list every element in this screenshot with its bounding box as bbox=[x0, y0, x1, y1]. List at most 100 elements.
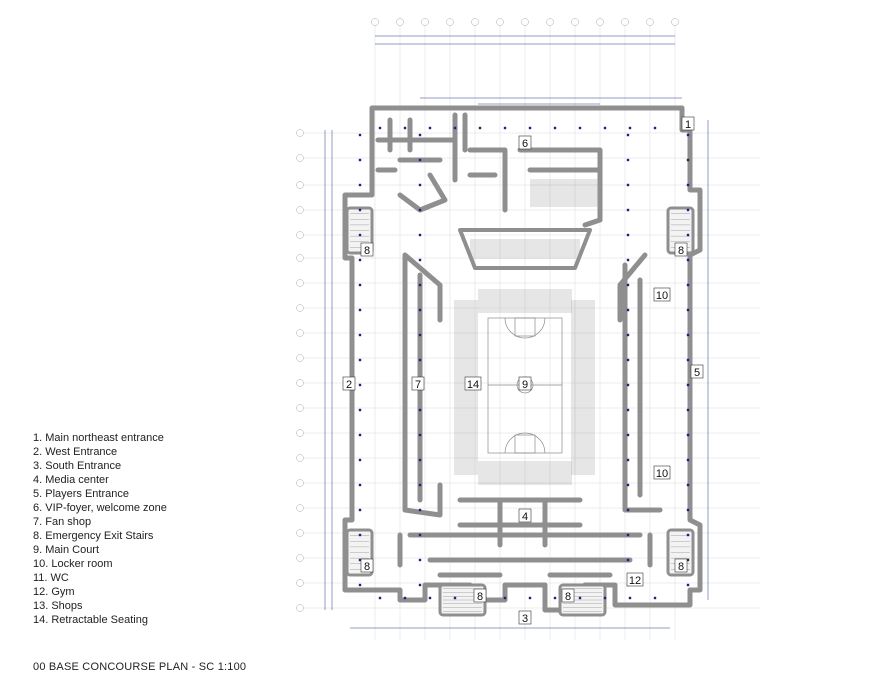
column-marker bbox=[418, 508, 422, 512]
room-label-box bbox=[561, 588, 575, 603]
grid-bubble bbox=[296, 504, 304, 512]
column-marker bbox=[686, 533, 690, 537]
building-walls bbox=[342, 105, 703, 613]
room-number-label: 10 bbox=[656, 290, 668, 302]
column-marker bbox=[626, 458, 630, 462]
column-marker bbox=[686, 233, 690, 237]
column-marker bbox=[603, 126, 607, 130]
column-marker bbox=[603, 596, 607, 600]
room-number-label: 3 bbox=[522, 613, 528, 625]
grid-bubble bbox=[296, 231, 304, 239]
column-marker bbox=[686, 283, 690, 287]
column-marker bbox=[626, 433, 630, 437]
grid-bubble bbox=[296, 354, 304, 362]
column-marker bbox=[403, 596, 407, 600]
room-label-box bbox=[360, 558, 374, 573]
column-marker bbox=[503, 126, 507, 130]
grid-bubble bbox=[496, 18, 504, 26]
grid-bubble bbox=[621, 18, 629, 26]
room-number-label: 7 bbox=[415, 379, 421, 391]
column-marker bbox=[418, 558, 422, 562]
column-marker bbox=[626, 558, 630, 562]
column-marker bbox=[358, 158, 362, 162]
column-marker bbox=[358, 133, 362, 137]
column-marker bbox=[686, 558, 690, 562]
legend-item: 14. Retractable Seating bbox=[33, 614, 148, 626]
room-number-label: 6 bbox=[522, 138, 528, 150]
column-marker bbox=[626, 308, 630, 312]
column-marker bbox=[626, 208, 630, 212]
grid-bubble bbox=[596, 18, 604, 26]
column-marker bbox=[358, 383, 362, 387]
column-marker bbox=[686, 158, 690, 162]
legend-list: 1. Main northeast entrance 2. West Entra… bbox=[33, 431, 167, 627]
column-marker bbox=[418, 533, 422, 537]
room-label-box bbox=[342, 376, 356, 391]
room-number-label: 9 bbox=[522, 379, 528, 391]
grid-bubble bbox=[396, 18, 404, 26]
column-marker bbox=[358, 583, 362, 587]
room-label-box bbox=[518, 135, 532, 150]
room-label-box bbox=[626, 572, 644, 587]
grid-bubble bbox=[296, 304, 304, 312]
column-marker bbox=[528, 126, 532, 130]
room-label-box bbox=[518, 376, 532, 391]
column-marker bbox=[686, 458, 690, 462]
grid-bubble bbox=[296, 479, 304, 487]
column-marker bbox=[428, 596, 432, 600]
column-marker bbox=[626, 258, 630, 262]
column-marker bbox=[453, 126, 457, 130]
room-number-label: 4 bbox=[522, 511, 528, 523]
legend-item: 10. Locker room bbox=[33, 558, 113, 570]
column-marker bbox=[418, 158, 422, 162]
column-marker bbox=[418, 133, 422, 137]
column-marker bbox=[626, 383, 630, 387]
column-marker bbox=[628, 126, 632, 130]
column-marker bbox=[378, 596, 382, 600]
grid-bubble bbox=[296, 329, 304, 337]
column-marker bbox=[418, 408, 422, 412]
room-number-label: 8 bbox=[678, 245, 684, 257]
legend-item: 13. Shops bbox=[33, 600, 83, 612]
column-marker bbox=[358, 208, 362, 212]
dimension-lines bbox=[324, 35, 709, 629]
room-number-label: 8 bbox=[565, 591, 571, 603]
grid-bubble bbox=[421, 18, 429, 26]
column-marker bbox=[418, 283, 422, 287]
room-label-box bbox=[518, 508, 532, 523]
room-number-label: 8 bbox=[364, 245, 370, 257]
column-marker bbox=[686, 583, 690, 587]
grid-bubble bbox=[446, 18, 454, 26]
legend-item: 1. Main northeast entrance bbox=[33, 432, 164, 444]
room-number-label: 14 bbox=[467, 379, 479, 391]
grid-bubble bbox=[296, 206, 304, 214]
column-marker bbox=[358, 358, 362, 362]
column-marker bbox=[578, 596, 582, 600]
room-label-box bbox=[653, 287, 671, 302]
grid-bubble bbox=[296, 554, 304, 562]
grid-bubble bbox=[296, 429, 304, 437]
column-marker bbox=[418, 358, 422, 362]
column-marker bbox=[358, 483, 362, 487]
room-label-box bbox=[473, 588, 487, 603]
room-label-box bbox=[360, 242, 374, 257]
column-marker bbox=[453, 596, 457, 600]
grid-bubble bbox=[296, 454, 304, 462]
column-marker bbox=[358, 458, 362, 462]
room-number-label: 1 bbox=[685, 119, 691, 131]
column-marker bbox=[358, 308, 362, 312]
legend-item: 7. Fan shop bbox=[33, 516, 92, 528]
column-marker bbox=[418, 458, 422, 462]
room-number-label: 5 bbox=[694, 367, 700, 379]
column-marker bbox=[626, 358, 630, 362]
room-label-box bbox=[681, 116, 695, 131]
column-marker bbox=[358, 333, 362, 337]
column-marker bbox=[626, 133, 630, 137]
column-marker bbox=[358, 558, 362, 562]
legend-item: 8. Emergency Exit Stairs bbox=[33, 530, 154, 542]
room-label-box bbox=[411, 376, 425, 391]
column-marker bbox=[686, 483, 690, 487]
grid-bubble bbox=[371, 18, 379, 26]
column-marker bbox=[418, 258, 422, 262]
grid-bubble bbox=[546, 18, 554, 26]
